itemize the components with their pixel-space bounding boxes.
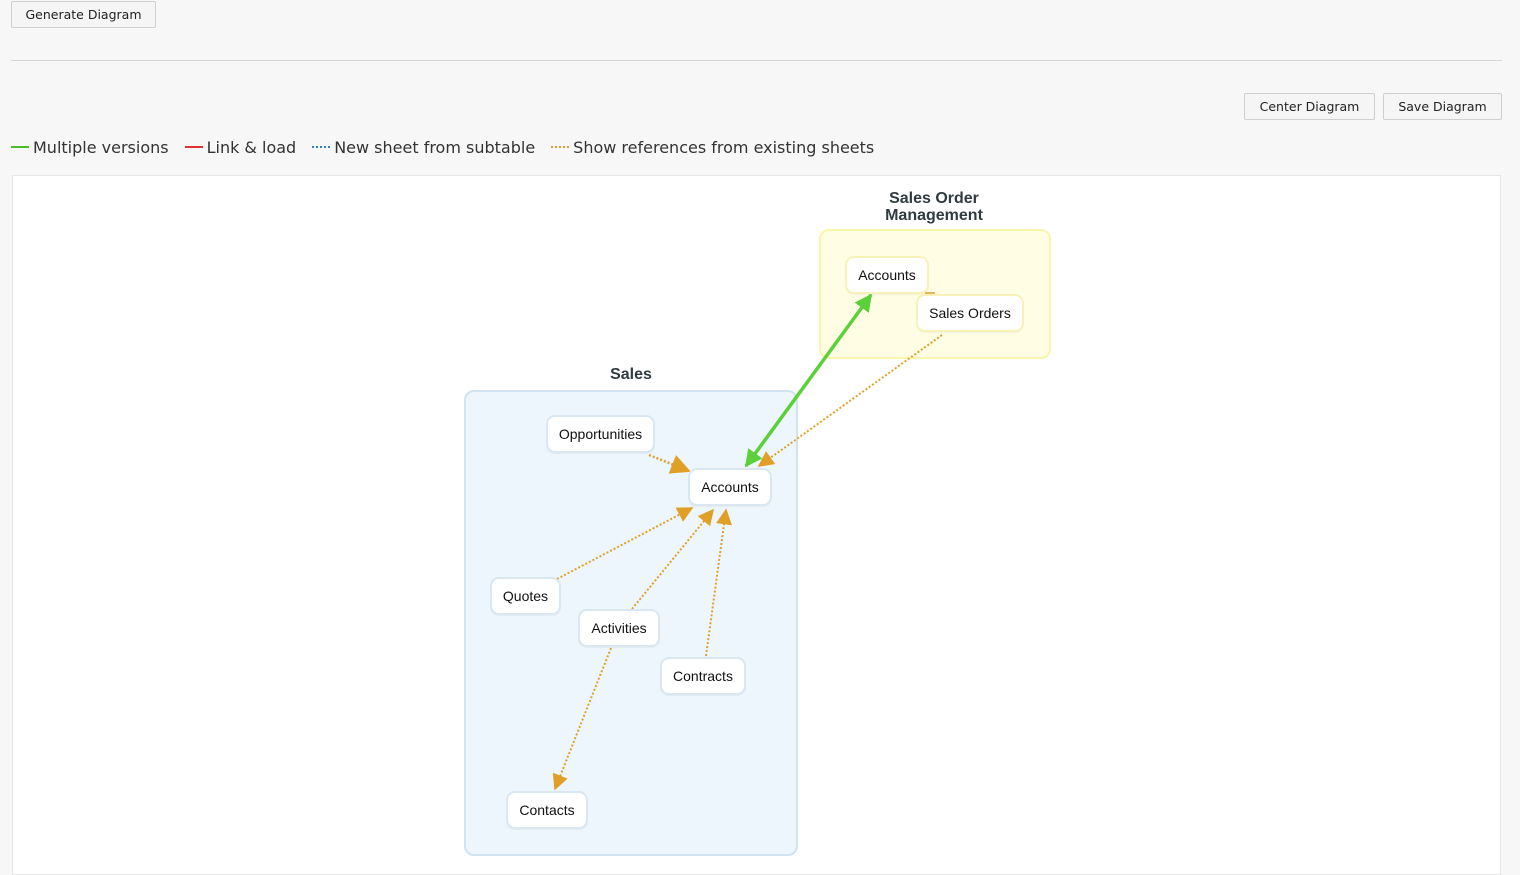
legend: Multiple versions Link & load New sheet … bbox=[11, 137, 890, 157]
node-sales-orders[interactable]: Sales Orders bbox=[916, 294, 1024, 332]
node-opportunities[interactable]: Opportunities bbox=[546, 415, 655, 453]
legend-swatch-orange-dotted-line bbox=[551, 146, 570, 148]
node-activities[interactable]: Activities bbox=[578, 609, 660, 647]
node-sales-accounts[interactable]: Accounts bbox=[688, 468, 772, 506]
legend-item-link-load: Link & load bbox=[184, 137, 297, 157]
diagram-canvas[interactable]: Sales Order Management Sales Accounts Sa… bbox=[12, 175, 1501, 875]
legend-item-multiple-versions: Multiple versions bbox=[11, 138, 169, 157]
legend-item-new-sheet-from-subtable: New sheet from subtable bbox=[312, 138, 535, 157]
divider bbox=[11, 60, 1502, 61]
node-contracts[interactable]: Contracts bbox=[660, 657, 746, 695]
group-title-sales-order-management: Sales Order Management bbox=[885, 190, 983, 224]
legend-swatch-green-line bbox=[11, 146, 29, 148]
node-contacts[interactable]: Contacts bbox=[506, 791, 588, 829]
save-diagram-button[interactable]: Save Diagram bbox=[1383, 93, 1502, 120]
legend-label: Multiple versions bbox=[33, 137, 169, 157]
node-som-accounts[interactable]: Accounts bbox=[845, 256, 929, 294]
group-title-sales: Sales bbox=[610, 366, 652, 383]
legend-swatch-blue-dotted-line bbox=[312, 146, 331, 148]
legend-label: Show references from existing sheets bbox=[573, 137, 875, 157]
generate-diagram-button[interactable]: Generate Diagram bbox=[11, 1, 156, 28]
node-quotes[interactable]: Quotes bbox=[490, 577, 561, 615]
legend-label: Link & load bbox=[206, 137, 297, 157]
legend-label: New sheet from subtable bbox=[334, 137, 536, 157]
center-diagram-button[interactable]: Center Diagram bbox=[1244, 93, 1375, 120]
legend-swatch-red-line bbox=[184, 146, 203, 148]
legend-item-show-references: Show references from existing sheets bbox=[551, 138, 874, 157]
